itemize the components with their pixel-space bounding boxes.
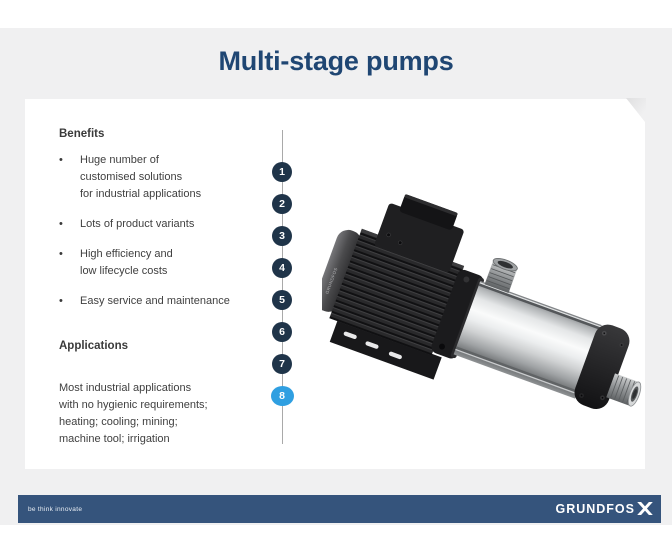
applications-line: with no hygienic requirements; — [59, 399, 208, 411]
timeline-line — [281, 130, 283, 444]
grundfos-x-icon — [637, 501, 653, 515]
timeline-step: 4 — [272, 258, 292, 278]
pump-end-cover — [574, 324, 630, 410]
bullet-icon: • — [59, 295, 63, 307]
bullet-icon: • — [59, 218, 63, 230]
applications-paragraph: Most industrial applications with no hyg… — [59, 380, 274, 448]
footer-bar: be think innovate GRUNDFOS — [18, 495, 661, 523]
benefit-line: Easy service and maintenance — [80, 295, 230, 307]
page-title: Multi-stage pumps — [218, 46, 454, 76]
benefit-item: • High efficiency and low lifecycle cost… — [59, 246, 274, 280]
pump-sleeve — [453, 280, 602, 399]
bullet-icon: • — [59, 154, 63, 166]
benefits-heading: Benefits — [59, 128, 105, 140]
benefit-item: • Huge number of customised solutions fo… — [59, 152, 274, 203]
benefit-line: customised solutions — [80, 171, 183, 183]
brand-logo: GRUNDFOS — [555, 495, 653, 523]
timeline-step: 1 — [272, 162, 292, 182]
benefit-line: High efficiency and — [80, 248, 173, 260]
benefit-line: Lots of product variants — [80, 218, 195, 230]
benefit-item: • Easy service and maintenance — [59, 293, 274, 310]
pump-feet — [329, 319, 442, 380]
applications-heading: Applications — [59, 340, 129, 352]
benefit-line: for industrial applications — [80, 188, 202, 200]
timeline-step: 8 — [270, 386, 294, 406]
pump-product-image: GRUNDFOS — [322, 194, 642, 410]
benefits-list: • Huge number of customised solutions fo… — [59, 152, 274, 323]
applications-line: machine tool; irrigation — [59, 433, 170, 445]
footer-tagline: be think innovate — [28, 506, 83, 513]
timeline-step: 7 — [272, 354, 292, 374]
grundfos-wordmark: GRUNDFOS — [555, 502, 635, 516]
benefit-line: Huge number of — [80, 154, 159, 166]
bullet-icon: • — [59, 248, 63, 260]
motor-end-cap — [322, 229, 362, 312]
timeline-step: 5 — [272, 290, 292, 310]
timeline-step: 6 — [272, 322, 292, 342]
pump-head — [431, 269, 484, 359]
benefit-line: low lifecycle costs — [80, 265, 168, 277]
junction-box — [374, 203, 464, 273]
timeline-step: 3 — [272, 226, 292, 246]
applications-line: Most industrial applications — [59, 382, 192, 394]
timeline-step: 2 — [272, 194, 292, 214]
applications-line: heating; cooling; mining; — [59, 416, 178, 428]
benefit-item: • Lots of product variants — [59, 216, 274, 233]
